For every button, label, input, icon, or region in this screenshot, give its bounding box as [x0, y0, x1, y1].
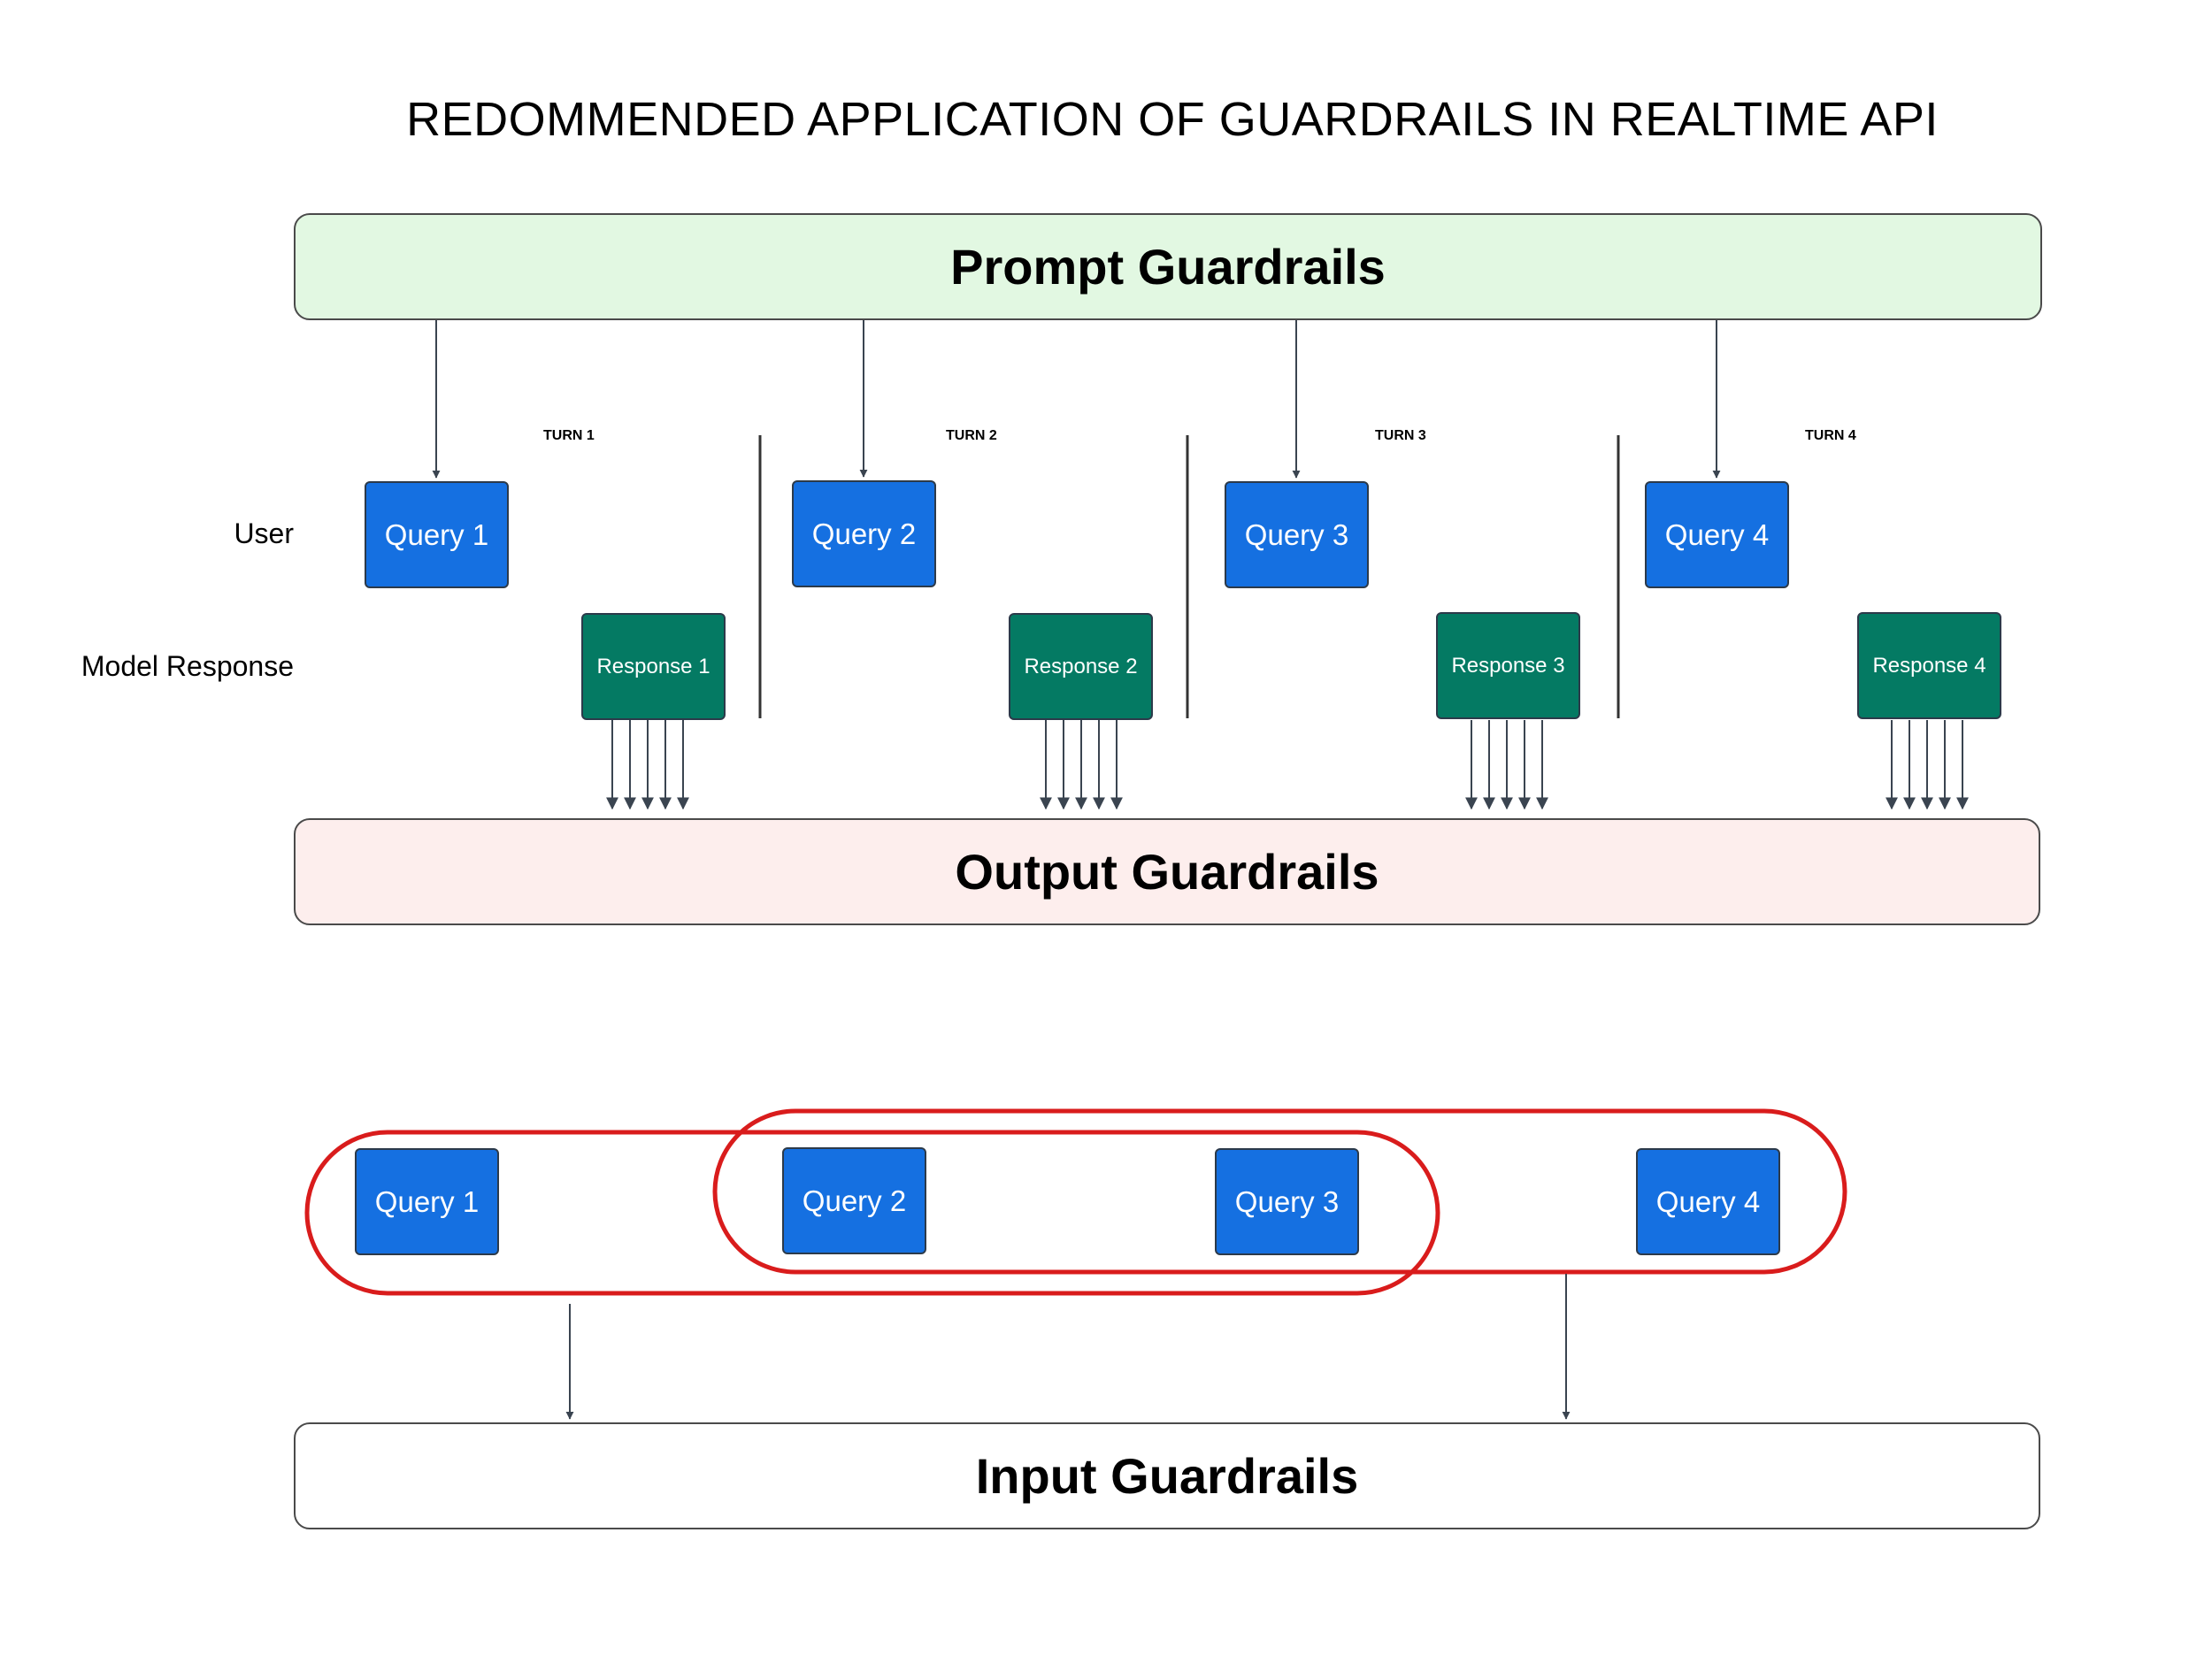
response-3: Response 3: [1436, 612, 1580, 719]
window-query-4-label: Query 4: [1655, 1184, 1761, 1218]
diagram-title: REDOMMENDED APPLICATION OF GUARDRAILS IN…: [406, 93, 1939, 146]
response-2: Response 2: [1009, 613, 1153, 720]
window-query-2: Query 2: [782, 1147, 926, 1254]
turn-label-4: TURN 4: [1805, 428, 1856, 443]
response-4-label: Response 4: [1872, 653, 1986, 678]
window-query-3-label: Query 3: [1234, 1184, 1340, 1218]
output-guardrails-label: Output Guardrails: [955, 844, 1379, 900]
window-query-1-label: Query 1: [374, 1184, 480, 1218]
turn-query-2: Query 2: [792, 480, 936, 587]
window-query-1: Query 1: [355, 1148, 499, 1255]
turn-query-1: Query 1: [365, 481, 509, 588]
model-response-row-label: Model Response: [81, 650, 294, 682]
turn-query-4: Query 4: [1645, 481, 1789, 588]
prompt-guardrails-label: Prompt Guardrails: [950, 239, 1386, 295]
response-1: Response 1: [581, 613, 726, 720]
turn-label-3: TURN 3: [1375, 428, 1426, 443]
input-guardrails-band: Input Guardrails: [294, 1422, 2040, 1529]
window-query-3: Query 3: [1215, 1148, 1359, 1255]
turn-query-4-label: Query 4: [1664, 517, 1770, 551]
turn-label-2: TURN 2: [946, 428, 997, 443]
response-1-label: Response 1: [596, 654, 710, 678]
input-guardrails-label: Input Guardrails: [975, 1448, 1359, 1504]
prompt-guardrails-band: Prompt Guardrails: [294, 213, 2042, 320]
turn-query-3: Query 3: [1225, 481, 1369, 588]
user-row-label: User: [234, 517, 294, 549]
turn-query-1-label: Query 1: [384, 517, 489, 551]
turn-query-2-label: Query 2: [811, 517, 917, 550]
turn-label-1: TURN 1: [543, 428, 595, 443]
window-query-2-label: Query 2: [802, 1184, 907, 1217]
response-4: Response 4: [1857, 612, 2001, 719]
window-outline-queries-1-3: [304, 1130, 1440, 1296]
turn-query-3-label: Query 3: [1244, 517, 1349, 551]
window-outline-queries-2-4: [712, 1108, 1847, 1275]
response-2-label: Response 2: [1024, 654, 1138, 678]
response-stream-arrows: [606, 720, 1969, 810]
output-guardrails-band: Output Guardrails: [294, 818, 2040, 925]
window-query-4: Query 4: [1636, 1148, 1780, 1255]
response-3-label: Response 3: [1451, 653, 1565, 678]
